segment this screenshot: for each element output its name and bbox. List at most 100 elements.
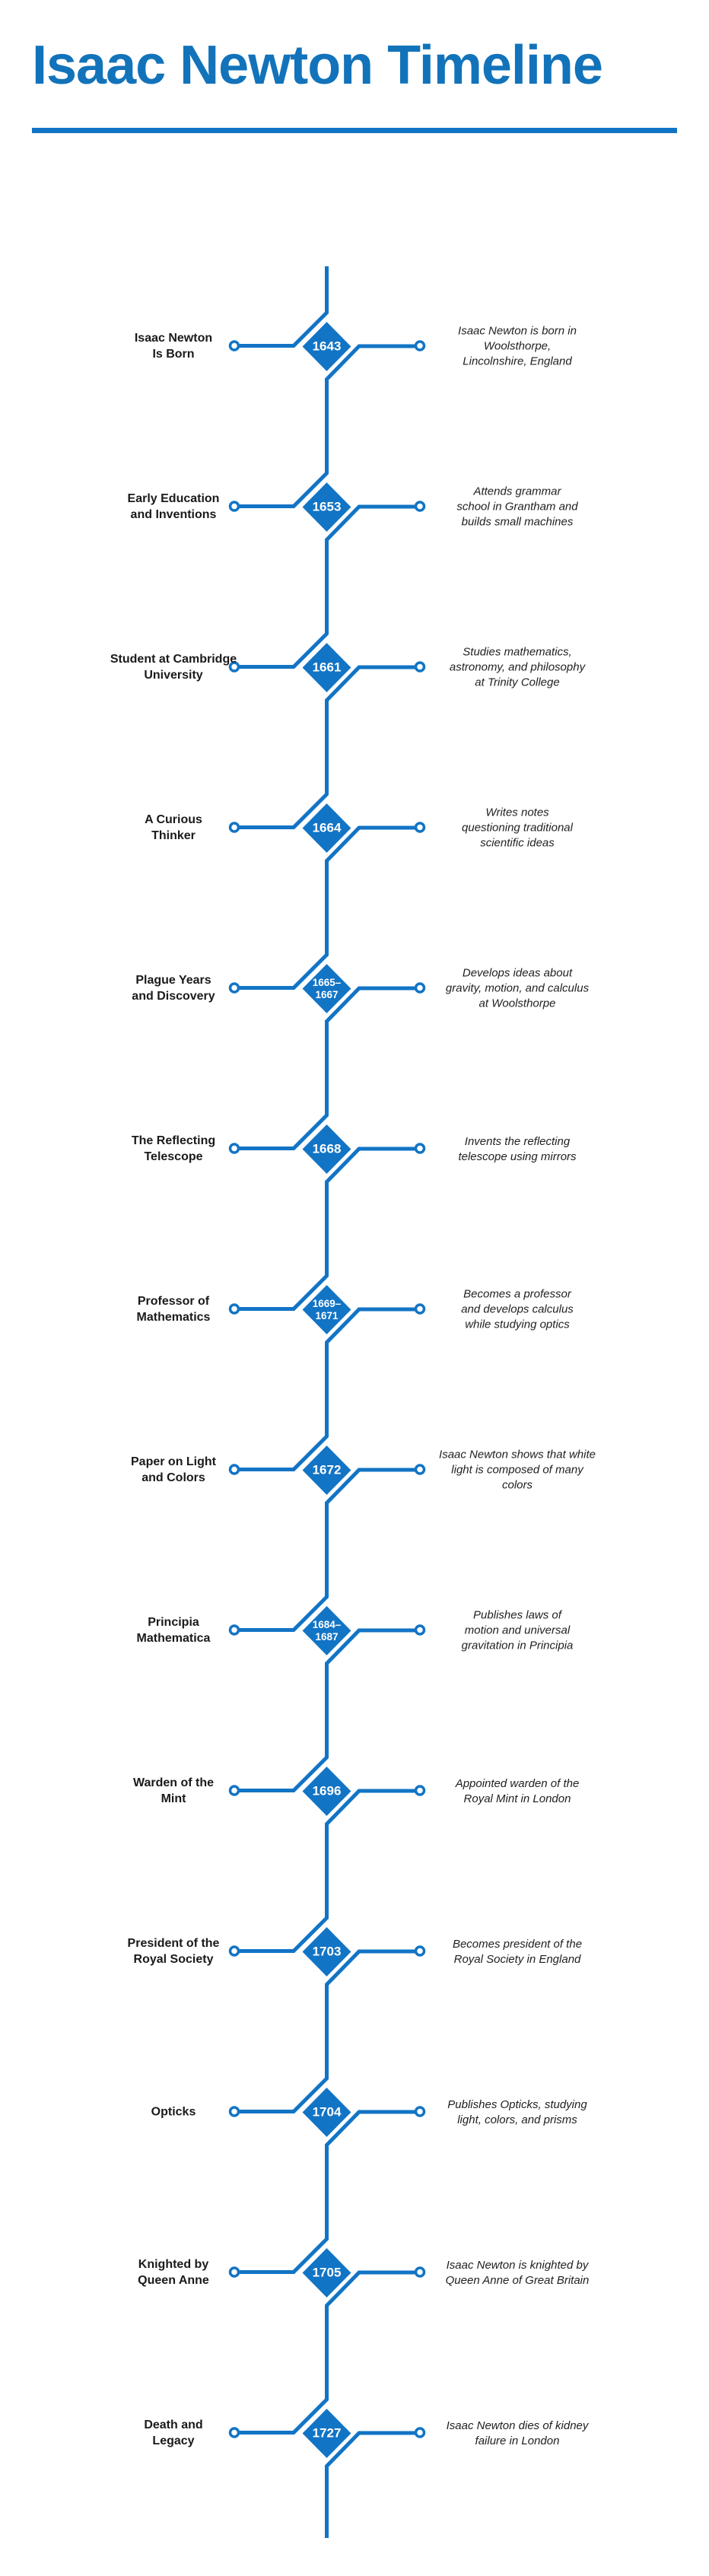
timeline: Isaac Newton Is Born 1643 Isaac Newton i… [0, 266, 709, 2539]
entry-description: Isaac Newton dies of kidney failure in L… [446, 2419, 589, 2447]
timeline-entry: Opticks 1704 Publishes Opticks, studying… [0, 2032, 709, 2193]
entry-description: Invents the reflecting telescope using m… [458, 1134, 577, 1163]
connector-node-circle-right [414, 1945, 426, 1957]
timeline-connector [228, 908, 426, 1070]
entry-description: Isaac Newton is born in Woolsthorpe, Lin… [458, 324, 577, 369]
entry-year-badge: 1727 [312, 2425, 342, 2441]
connector-line-right [325, 2431, 417, 2514]
timeline-entry: Principia Mathematica 1684– 1687 Publish… [0, 1550, 709, 1712]
connector-node-circle-left [228, 661, 240, 673]
connector-node-circle-left [228, 2106, 240, 2118]
year-diamond [299, 961, 354, 1017]
timeline-entry: A Curious Thinker 1664 Writes notes ques… [0, 748, 709, 909]
year-diamond [299, 640, 354, 696]
entry-year-badge: 1653 [312, 499, 342, 514]
connector-line-left [237, 1229, 329, 1312]
timeline-entry: Early Education and Inventions 1653 Atte… [0, 427, 709, 588]
timeline-connector [228, 1711, 426, 1872]
connector-line-right [325, 1307, 417, 1391]
connector-node-circle-right [414, 1785, 426, 1797]
connector-line-right [325, 1949, 417, 2033]
entry-year-badge: 1668 [312, 1141, 342, 1156]
connector-node-circle-left [228, 1303, 240, 1315]
timeline-entry: Plague Years and Discovery 1665– 1667 De… [0, 908, 709, 1070]
connector-line-right [325, 825, 417, 909]
connector-line-left [237, 2193, 329, 2275]
entry-year-badge: 1661 [312, 660, 342, 675]
entry-title-label: Plague Years and Discovery [132, 974, 215, 1003]
connector-node-circle-right [414, 982, 426, 994]
year-diamond [299, 2085, 354, 2141]
entry-description: Publishes Opticks, studying light, color… [447, 2097, 587, 2126]
page-title: Isaac Newton Timeline [32, 35, 603, 96]
year-diamond [299, 319, 354, 375]
connector-node-circle-left [228, 1945, 240, 1957]
connector-line-left [237, 266, 329, 348]
connector-node-circle-left [228, 822, 240, 834]
entry-description: Studies mathematics, astronomy, and phil… [449, 645, 586, 690]
connector-line-left [237, 2032, 329, 2114]
connector-line-left [237, 748, 329, 830]
connector-line-right [325, 1789, 417, 1872]
connector-node-circle-left [228, 340, 240, 352]
connector-line-right [325, 986, 417, 1070]
timeline-entry: Professor of Mathematics 1669– 1671 Beco… [0, 1229, 709, 1391]
year-diamond [299, 1282, 354, 1338]
connector-line-left [237, 1069, 329, 1151]
timeline-entry: President of the Royal Society 1703 Beco… [0, 1872, 709, 2033]
entry-title-label: President of the Royal Society [127, 1937, 220, 1966]
connector-line-left [237, 908, 329, 991]
entry-title-label: Student at Cambridge University [110, 653, 237, 682]
connector-node-circle-left [228, 1143, 240, 1155]
timeline-connector [228, 587, 426, 749]
year-diamond [299, 1924, 354, 1980]
entry-year-badge: 1703 [312, 1944, 342, 1959]
connector-line-right [325, 2270, 417, 2354]
entry-title-label: Early Education and Inventions [127, 492, 220, 521]
connector-line-right [325, 2110, 417, 2193]
entry-year-badge: 1665– 1667 [312, 976, 342, 1000]
year-diamond [299, 2245, 354, 2301]
entry-description: Isaac Newton is knighted by Queen Anne o… [445, 2258, 590, 2287]
entry-title-label: Knighted by Queen Anne [138, 2258, 209, 2287]
connector-node-circle-left [228, 2427, 240, 2439]
title-underline-divider [32, 128, 677, 134]
timeline-connector [228, 1229, 426, 1391]
entry-title-label: Paper on Light and Colors [131, 1455, 216, 1484]
entry-year-badge: 1684– 1687 [312, 1618, 342, 1643]
connector-line-right [325, 344, 417, 428]
timeline-connector [228, 2193, 426, 2354]
year-diamond [299, 1121, 354, 1178]
connector-node-circle-left [228, 501, 240, 513]
entry-year-badge: 1705 [312, 2265, 342, 2280]
entry-title-label: Opticks [151, 2105, 196, 2119]
connector-node-circle-right [414, 1464, 426, 1476]
connector-node-circle-right [414, 340, 426, 352]
connector-node-circle-right [414, 2427, 426, 2439]
entry-title-label: Professor of Mathematics [136, 1295, 211, 1324]
connector-line-left [237, 1872, 329, 1954]
timeline-tail-line [325, 2514, 329, 2539]
entry-year-badge: 1643 [312, 339, 342, 354]
connector-line-left [237, 1390, 329, 1472]
connector-node-circle-right [414, 1303, 426, 1315]
entry-year-badge: 1696 [312, 1783, 342, 1798]
entry-year-badge: 1704 [312, 2104, 342, 2120]
timeline-entry: Student at Cambridge University 1661 Stu… [0, 587, 709, 749]
timeline-connector [228, 1069, 426, 1230]
connector-node-circle-right [414, 1143, 426, 1155]
timeline-connector [228, 427, 426, 588]
connector-node-circle-right [414, 661, 426, 673]
entry-description: Writes notes questioning traditional sci… [462, 806, 573, 851]
connector-node-circle-left [228, 1624, 240, 1636]
connector-line-right [325, 1146, 417, 1230]
entry-title-label: Death and Legacy [144, 2419, 203, 2447]
connector-node-circle-right [414, 501, 426, 513]
entry-year-badge: 1669– 1671 [312, 1297, 342, 1321]
connector-line-right [325, 1468, 417, 1551]
timeline-connector [228, 2032, 426, 2193]
timeline-entry: Paper on Light and Colors 1672 Isaac New… [0, 1390, 709, 1551]
year-diamond [299, 479, 354, 536]
year-diamond [299, 1442, 354, 1499]
